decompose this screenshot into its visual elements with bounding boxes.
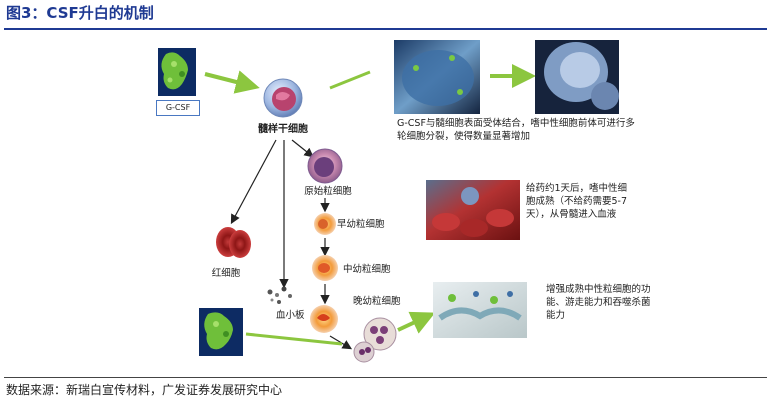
red-blood-cell-icon [216, 227, 251, 258]
stem-to-myeloblast-arrow [291, 139, 314, 158]
neutrophil-to-photo-arrow [397, 311, 436, 334]
stem-to-rbc-arrow [230, 139, 277, 225]
promyelocyte-icon [314, 213, 336, 235]
promyelocyte-label: 早幼粒细胞 [337, 218, 385, 230]
metamyelocyte-label: 晚幼粒细胞 [353, 295, 401, 307]
gcsf-to-stem-arrow [204, 70, 260, 94]
platelet-icon [267, 286, 292, 304]
gcsf-to-neutrophil-line [245, 332, 343, 346]
stem-to-photo-line [329, 70, 371, 90]
data-source: 数据来源：新瑞白宣传材料，广发证券发展研究中心 [6, 383, 283, 397]
maturation-note: 给药约1天后，嗜中性细胞成熟（不给药需要5-7天），从骨髓进入血液 [526, 183, 628, 220]
title-divider [4, 28, 767, 30]
cell-division-photo [535, 40, 619, 114]
bloodstream-photo [426, 180, 520, 240]
receptor-binding-photo [394, 40, 480, 114]
receptor-binding-note: G-CSF与髓细胞表面受体结合，嗜中性细胞前体可进行多轮细胞分裂，使得数量显著增… [397, 118, 635, 142]
myelocyte-icon [312, 255, 338, 281]
red-cell-label: 红细胞 [212, 267, 241, 279]
function-enhancement-note: 增强成熟中性粒细胞的功能、游走能力和吞噬杀菌能力 [546, 284, 651, 321]
myelocyte-label: 中幼粒细胞 [343, 263, 391, 275]
metamyelocyte-icon [310, 305, 338, 333]
phagocytosis-photo [433, 282, 527, 338]
gcsf-protein-image [158, 48, 196, 96]
arrow-to-neutrophil [329, 335, 353, 350]
myeloblast-icon [307, 148, 343, 184]
stem-cell-icon [263, 78, 303, 118]
figure-title: 图3：CSF升白的机制 [6, 4, 154, 22]
gcsf-label-box: G-CSF [156, 100, 200, 116]
mature-neutrophil-icon [353, 317, 397, 363]
myeloblast-label: 原始粒细胞 [304, 185, 352, 197]
gcsf-protein-image-bottom [199, 308, 243, 356]
stem-cell-label: 髓样干细胞 [258, 122, 308, 135]
platelet-label: 血小板 [276, 309, 305, 321]
footer-divider [4, 377, 767, 378]
